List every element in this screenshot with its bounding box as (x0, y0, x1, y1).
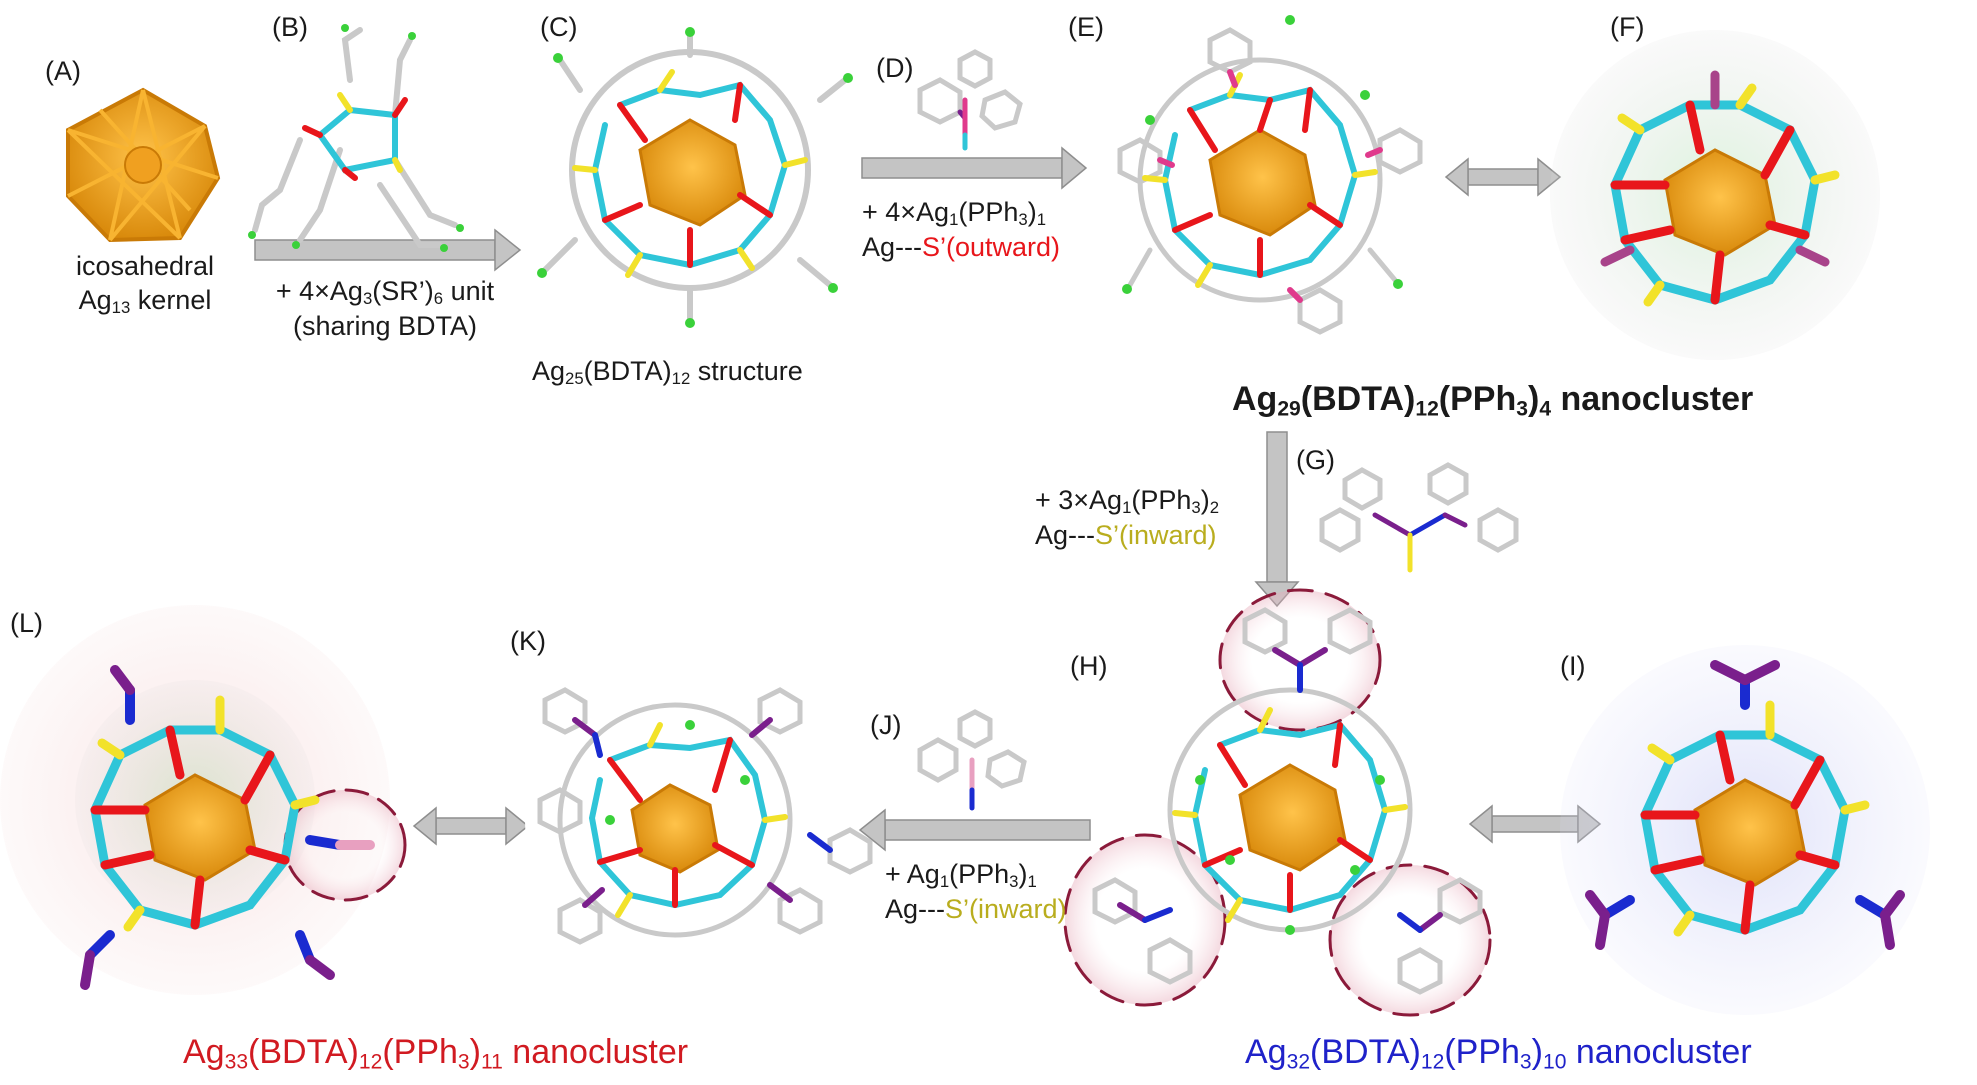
step4-caption: + Ag1(PPh3)1 Ag---S’(inward) (885, 858, 1067, 927)
panel-label-l: (L) (10, 608, 43, 638)
panel-label-d: (D) (876, 53, 914, 83)
panel-label-b: (B) (272, 12, 308, 42)
step4-caption-line1: + Ag1(PPh3)1 (885, 859, 1037, 892)
ag29-structure (1117, 15, 1423, 335)
ag33-title: Ag33(BDTA)12(PPh3)11 nanocluster (183, 1033, 689, 1074)
double-arrow-k-l (412, 806, 530, 846)
panel-label-h: (H) (1070, 651, 1108, 681)
ag29-simplified-view (1550, 30, 1880, 360)
panel-label-k: (K) (510, 626, 546, 656)
panel-label-e: (E) (1068, 12, 1104, 42)
step3-caption: + 3×Ag1(PPh3)2 Ag---S’(inward) (1035, 484, 1219, 553)
kernel-caption-line1: icosahedral (75, 251, 215, 281)
panel-label-a: (A) (45, 56, 81, 86)
step2-caption-line1: + 4×Ag1(PPh3)1 (862, 197, 1047, 230)
ag32-title: Ag32(BDTA)12(PPh3)10 nanocluster (1245, 1033, 1752, 1074)
step2-caption: + 4×Ag1(PPh3)1 Ag---S’(outward) (862, 196, 1060, 265)
ag33-structure (525, 670, 873, 970)
ag25-structure (537, 27, 853, 328)
ligand-g (1319, 462, 1519, 573)
step3-caption-line1: + 3×Ag1(PPh3)2 (1035, 485, 1220, 518)
ag33-simplified-view (0, 605, 407, 995)
ag29-title: Ag29(BDTA)12(PPh3)4 nanocluster (1232, 380, 1754, 421)
panel-label-c: (C) (540, 12, 578, 42)
panel-label-f: (F) (1610, 12, 1645, 42)
ag3-sr6-unit (248, 24, 464, 252)
arrow-down-e-to-h (1254, 431, 1300, 608)
step3-caption-line2: Ag---S’(inward) (1035, 520, 1217, 551)
pph3-ligand-d (917, 49, 1023, 151)
panel-label-j: (J) (870, 710, 902, 740)
ag32-structure (1063, 588, 1492, 1017)
kernel-caption: icosahedral Ag13 kernel (60, 250, 230, 319)
arrow-right-b-to-c (254, 228, 522, 272)
ag13-kernel-icosahedron (66, 87, 221, 243)
arrow-left-h-to-k (858, 808, 1091, 852)
arrow-right-d-to-e (861, 146, 1088, 190)
kernel-caption-line2: Ag13 kernel (78, 284, 212, 317)
step2-caption-line2: Ag---S’(outward) (862, 232, 1061, 263)
panel-label-i: (I) (1560, 651, 1586, 681)
panel-label-g: (G) (1296, 445, 1335, 475)
step1-caption-line1: + 4×Ag3(SR’)6 unit (275, 276, 495, 309)
step4-caption-line2: Ag---S’(inward) (885, 894, 1067, 925)
step1-caption: + 4×Ag3(SR’)6 unit (sharing BDTA) (240, 275, 530, 344)
step1-caption-line2: (sharing BDTA) (292, 311, 478, 342)
double-arrow-e-f (1444, 157, 1562, 197)
pph3-ligand-j (917, 709, 1027, 811)
ag25-caption: Ag25(BDTA)12 structure (532, 356, 803, 389)
ag32-simplified-view (1560, 645, 1930, 1015)
